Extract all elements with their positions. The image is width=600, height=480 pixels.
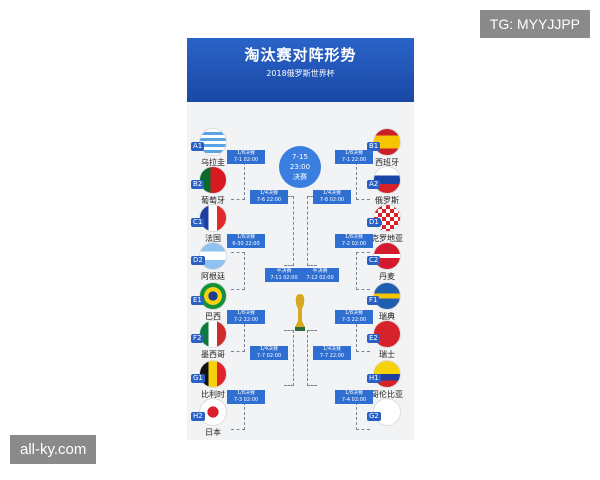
bracket-line [307,330,317,386]
watermark-bottom-left: all-ky.com [10,435,97,464]
team-name: 法国 [205,234,221,243]
seed-label: A2 [367,180,381,189]
seed-label: H1 [367,374,381,383]
trophy-icon [295,294,305,331]
bracket-poster: 淘汰赛对阵形势 2018俄罗斯世界杯 7-15 23:00 决赛 A1 乌拉圭 … [187,38,414,440]
seed-label: G2 [367,412,381,421]
seed-label: E2 [367,334,380,343]
seed-label: C1 [191,218,205,227]
bracket-line [284,196,294,266]
final-date: 7-15 [292,153,308,161]
flag-mexico-icon [199,320,227,348]
team-name: 葡萄牙 [201,196,225,205]
seed-label: B1 [367,142,381,151]
team-name: 乌拉圭 [201,158,225,167]
seed-label: F1 [367,296,380,305]
team-name: 墨西哥 [201,350,225,359]
seed-label: C2 [367,256,381,265]
team-name: 瑞典 [379,312,395,321]
seed-label: D2 [191,256,205,265]
seed-label: B2 [191,180,205,189]
flag-uruguay-icon [199,128,227,156]
flag-spain-icon [373,128,401,156]
seed-label: G1 [191,374,205,383]
seed-label: A1 [191,142,205,151]
bracket-line [356,252,370,290]
team-name: 克罗地亚 [371,234,403,243]
flag-brazil-icon [199,282,227,310]
final-time: 23:00 [289,163,311,171]
seed-label: D1 [367,218,381,227]
team-name: 丹麦 [379,272,395,281]
poster-title: 淘汰赛对阵形势 [244,46,357,64]
seed-label: E1 [191,296,204,305]
poster-subtitle: 2018俄罗斯世界杯 [266,69,335,78]
team-name: 日本 [205,428,221,437]
bracket-line [307,196,317,266]
bracket-line [284,330,294,386]
final-label: 决赛 [293,173,307,181]
watermark-top-right: TG: MYYJJPP [479,10,590,38]
team-name: 比利时 [201,390,225,399]
poster-banner: 淘汰赛对阵形势 2018俄罗斯世界杯 [187,38,414,102]
team-name: 哥伦比亚 [371,390,403,399]
team-name: 瑞士 [379,350,395,359]
flag-belgium-icon [199,360,227,388]
team-name: 俄罗斯 [375,196,399,205]
seed-label: H2 [191,412,205,421]
team-name: 西班牙 [375,158,399,167]
team-name: 巴西 [205,312,221,321]
bracket-line [231,252,245,290]
final-circle: 7-15 23:00 决赛 [279,146,321,188]
team-name: 阿根廷 [201,272,225,281]
seed-label: F2 [191,334,204,343]
